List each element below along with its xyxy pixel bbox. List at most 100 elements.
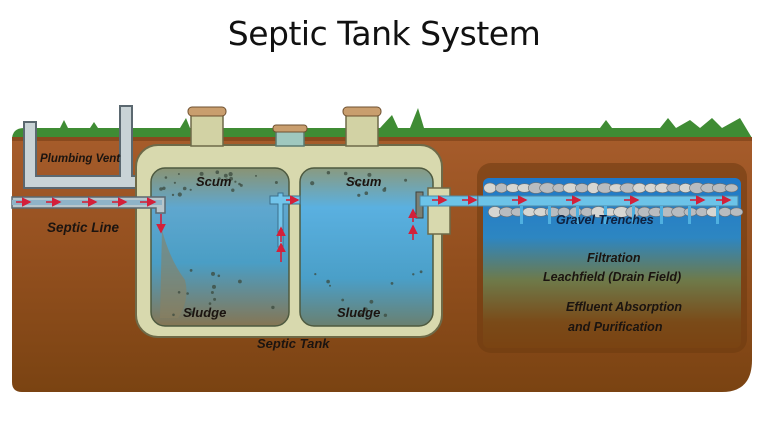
particle (359, 313, 362, 317)
particle (383, 313, 388, 317)
particle (412, 273, 415, 276)
gravel-stone (724, 183, 739, 193)
particle (231, 188, 235, 192)
drip (548, 206, 551, 224)
particle (326, 171, 331, 175)
particle (310, 181, 315, 186)
particle (177, 173, 180, 175)
gravel-stone (483, 182, 497, 194)
waste-particles (159, 170, 423, 317)
riser-left (187, 106, 227, 147)
label-sludge-secondary: Sludge (337, 305, 380, 320)
label-plumbing-vent: Plumbing Vent (40, 153, 121, 165)
particle (189, 188, 192, 191)
distribution-drips (520, 206, 719, 224)
particle (383, 187, 387, 190)
sludge-plume (160, 230, 187, 318)
particle (159, 187, 163, 191)
label-scum-primary: Scum (196, 174, 232, 189)
drip (688, 206, 691, 224)
drip (660, 206, 663, 224)
particle (228, 172, 233, 177)
particle (177, 192, 182, 197)
particle (229, 176, 234, 181)
particle (234, 180, 237, 183)
drip (632, 206, 635, 224)
label-purification: and Purification (568, 320, 663, 334)
particle (186, 292, 189, 295)
particle (363, 307, 368, 312)
label-filtration: Filtration (587, 251, 641, 265)
particle (182, 186, 187, 191)
particle (212, 284, 216, 289)
particle (189, 269, 193, 272)
flow-arrows (16, 195, 732, 262)
particle (217, 177, 221, 181)
gravel-trenches (483, 182, 744, 218)
particle (199, 171, 204, 176)
particle (314, 273, 317, 276)
particle (353, 180, 356, 183)
particle (362, 180, 366, 184)
particle (164, 176, 168, 179)
label-scum-secondary: Scum (346, 174, 382, 189)
particle (367, 172, 372, 177)
label-leachfield: Leachfield (Drain Field) (543, 270, 681, 284)
particle (274, 181, 278, 184)
label-sludge-primary: Sludge (183, 305, 226, 320)
drip (604, 206, 607, 224)
particle (343, 171, 348, 176)
particle (369, 299, 374, 304)
particle (223, 173, 228, 178)
particle (404, 178, 408, 182)
riser-right (342, 106, 382, 147)
particle (255, 174, 257, 177)
particle (357, 193, 361, 197)
particle (419, 270, 423, 274)
drip (716, 206, 719, 224)
particle (189, 310, 194, 315)
particle (217, 274, 221, 278)
riser-middle (272, 124, 308, 147)
particle (364, 191, 369, 195)
particle (225, 178, 229, 182)
particle (341, 298, 345, 302)
label-effluent-absorption: Effluent Absorption (566, 300, 682, 314)
gravel-stone (729, 207, 744, 217)
particle (239, 183, 243, 187)
particle (329, 284, 331, 287)
gravel-stone (632, 182, 647, 194)
gravel-stone (575, 183, 589, 193)
particle (211, 271, 215, 276)
label-septic-tank: Septic Tank (257, 336, 330, 351)
gravel-stone (718, 207, 732, 217)
particle (356, 183, 361, 187)
particle (213, 297, 217, 301)
particle (390, 282, 394, 285)
particle (171, 193, 175, 197)
particle (326, 279, 330, 284)
particle (162, 186, 166, 190)
particle (210, 291, 214, 294)
label-septic-line: Septic Line (47, 220, 120, 235)
particle (173, 181, 176, 184)
distribution-pipe (477, 195, 739, 207)
outlet-box (427, 187, 451, 235)
particle (215, 170, 220, 174)
particle (172, 313, 175, 317)
drip (576, 206, 579, 224)
leachfield-soil (483, 178, 741, 348)
topsoil-band (12, 137, 752, 141)
particle (208, 302, 212, 305)
particle (223, 311, 226, 314)
plumbing-vent-pipe (23, 105, 166, 189)
particle (271, 305, 275, 310)
particle (238, 279, 242, 284)
label-gravel-trenches: Gravel Trenches (556, 213, 654, 227)
particle (177, 291, 181, 294)
diagram-title: Septic Tank System (227, 14, 541, 53)
drip (520, 206, 523, 224)
gravel-stone (495, 182, 508, 194)
tank-chamber-secondary (299, 167, 434, 327)
